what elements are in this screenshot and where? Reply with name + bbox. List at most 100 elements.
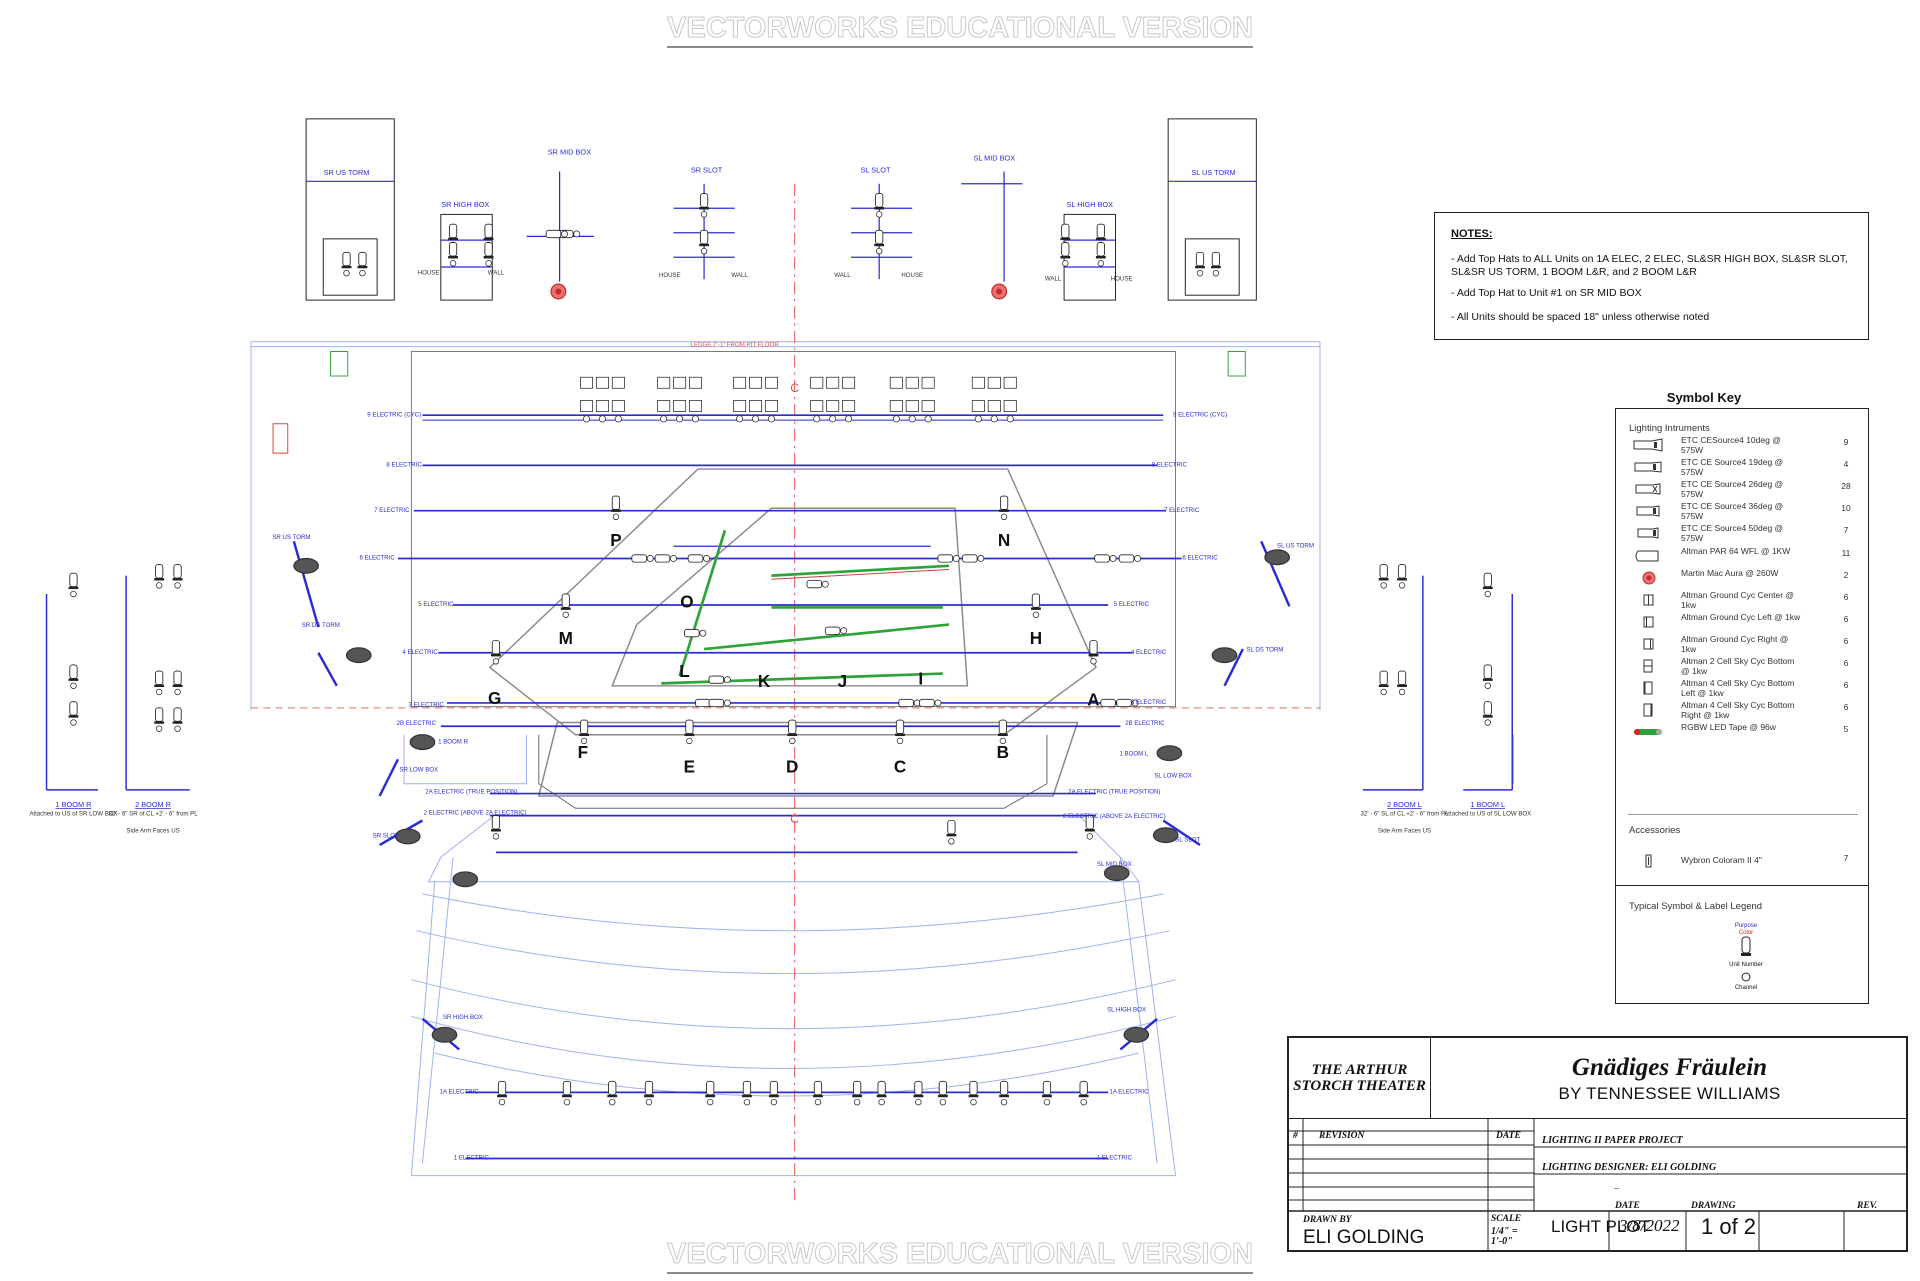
label-boom1l-note: Attached to US of SL LOW BOX	[1444, 811, 1531, 818]
notes-title: NOTES:	[1451, 228, 1493, 240]
fixture-symbol	[68, 701, 79, 726]
theater-architecture	[250, 183, 1514, 1201]
key-row-count: 6	[1843, 635, 1849, 646]
fixture-symbol	[579, 719, 589, 745]
label-4-electric-sr: 4 ELECTRIC	[402, 649, 438, 656]
cyc-unit-symbol	[749, 376, 762, 423]
blank-line: _	[1614, 1181, 1619, 1191]
fixture-symbol	[919, 698, 942, 708]
label-1-boom-r: 1 BOOM R	[438, 738, 468, 745]
legend-color: Color	[1739, 930, 1753, 936]
fixture-symbol	[357, 251, 368, 277]
fixture-symbol	[824, 626, 848, 635]
moving-light-icon	[1642, 571, 1656, 585]
fixture-symbol	[913, 1080, 924, 1106]
key-row-label: Altman 4 Cell Sky Cyc Bottom Right @ 1kw	[1681, 700, 1795, 721]
key-row-count: 5	[1843, 724, 1849, 735]
fixture-symbol	[708, 698, 731, 708]
key-row-label: ETC CE Source4 36deg @ 575W	[1681, 501, 1784, 522]
area-letter-o: O	[680, 591, 693, 611]
ellipsoidal-26-icon	[1635, 483, 1661, 495]
par-can-symbol	[431, 1026, 458, 1043]
label-boom1l-title: 1 BOOM L	[1470, 800, 1505, 809]
key-row-count: 6	[1843, 680, 1849, 691]
note-1: - Add Top Hats to ALL Units on 1A ELEC, …	[1451, 253, 1848, 278]
fixture-symbol	[968, 1080, 979, 1106]
title-block-grid	[1289, 1119, 1906, 1250]
key-row-label: Altman Ground Cyc Right @ 1kw	[1681, 633, 1789, 654]
label-sl-slot: SL SLOT	[861, 166, 891, 175]
key-section-accessories: Accessories	[1629, 825, 1681, 836]
key-row-label: ETC CE Source4 26deg @ 575W	[1681, 479, 1784, 500]
area-letter-c: C	[894, 757, 906, 777]
label-1a-electric-sr: 1A ELECTRIC	[440, 1089, 480, 1096]
date-header: DATE	[1496, 1131, 1521, 1141]
label-boom1r-title: 1 BOOM R	[56, 800, 92, 809]
label-wall-slslot: WALL	[834, 272, 851, 279]
key-row-label: Altman Ground Cyc Center @ 1kw	[1681, 589, 1795, 610]
key-row: Altman 4 Cell Sky Cyc Bottom Right @ 1kw…	[1626, 700, 1862, 722]
par-can-symbol	[1103, 865, 1130, 882]
fixture-symbol	[607, 1080, 618, 1106]
ellipsoidal-50-icon	[1637, 527, 1659, 540]
fixture-symbol	[806, 580, 829, 589]
scale-value: 1/4" = 1'-0"	[1491, 1226, 1518, 1247]
par-can-symbol	[1152, 827, 1179, 844]
key-row-count: 4	[1843, 459, 1849, 470]
drawing-label: DRAWING	[1691, 1201, 1736, 1211]
ellipsoidal-36-icon	[1636, 505, 1660, 517]
label-6-electric-sl: 6 ELECTRIC	[1182, 555, 1218, 562]
key-row-count: 6	[1843, 613, 1849, 624]
legend-purpose: Purpose	[1735, 923, 1758, 929]
fixture-symbol	[1482, 664, 1493, 689]
key-row-count: 2	[1843, 569, 1849, 580]
fixture-symbol	[687, 554, 710, 563]
fixture-symbol	[705, 1080, 716, 1106]
label-sl-us-torm: SL US TORM	[1191, 168, 1235, 177]
fixture-symbol	[1482, 701, 1493, 726]
watermark-top: VECTORWORKS EDUCATIONAL VERSION	[0, 12, 1920, 48]
label-sl-high-box: SL HIGH BOX	[1067, 200, 1114, 209]
label-centerline-mid: C	[790, 812, 799, 826]
fixture-symbol	[1195, 251, 1205, 277]
led-tape-runs	[661, 529, 950, 685]
area-letter-b: B	[997, 742, 1009, 762]
fixture-symbol	[742, 1080, 752, 1106]
box-booms	[305, 118, 1257, 301]
fixture-symbol	[874, 229, 885, 255]
par-can-symbol	[1156, 745, 1183, 762]
area-letter-a: A	[1087, 689, 1099, 709]
fixture-symbol	[1378, 670, 1389, 696]
fixture-symbol	[1482, 572, 1493, 598]
notes-box: NOTES: - Add Top Hats to ALL Units on 1A…	[1434, 212, 1869, 340]
par-can-symbol	[345, 647, 372, 664]
label-sr-us-torm-side: SR US TORM	[272, 534, 310, 541]
label-8-electric-sl: 8 ELECTRIC	[1152, 462, 1188, 469]
ground-cyc-left-icon	[1643, 616, 1654, 628]
revision-header: REVISION	[1319, 1131, 1365, 1141]
cyc-unit-symbol	[595, 376, 609, 423]
fixture-symbol	[448, 242, 458, 267]
area-letter-j: J	[838, 671, 848, 691]
label-house-sl: HOUSE	[1111, 276, 1133, 283]
area-letter-g: G	[488, 688, 501, 708]
fixture-symbol	[937, 554, 960, 563]
label-sr-high-box-lower: SR HIGH BOX	[443, 1014, 483, 1021]
fixture-symbol	[497, 1080, 507, 1106]
sky-cyc-2-cell-icon	[1643, 659, 1653, 673]
fixture-symbol	[341, 251, 352, 277]
par-can-symbol	[293, 557, 319, 574]
key-row-count: 6	[1843, 658, 1849, 668]
fixture-symbol	[1094, 554, 1117, 563]
area-letter-e: E	[684, 757, 695, 777]
plot-date: 3/8/2022	[1619, 1216, 1680, 1235]
label-boom1r-note: Attached to US of SR LOW BOX	[29, 811, 117, 818]
fixture-symbol	[562, 1080, 572, 1106]
label-7-electric-sl: 7 ELECTRIC	[1164, 507, 1200, 514]
fixture-symbol	[1378, 564, 1389, 589]
symbol-key: Lighting Intruments ETC CESource4 10deg …	[1615, 408, 1869, 1004]
